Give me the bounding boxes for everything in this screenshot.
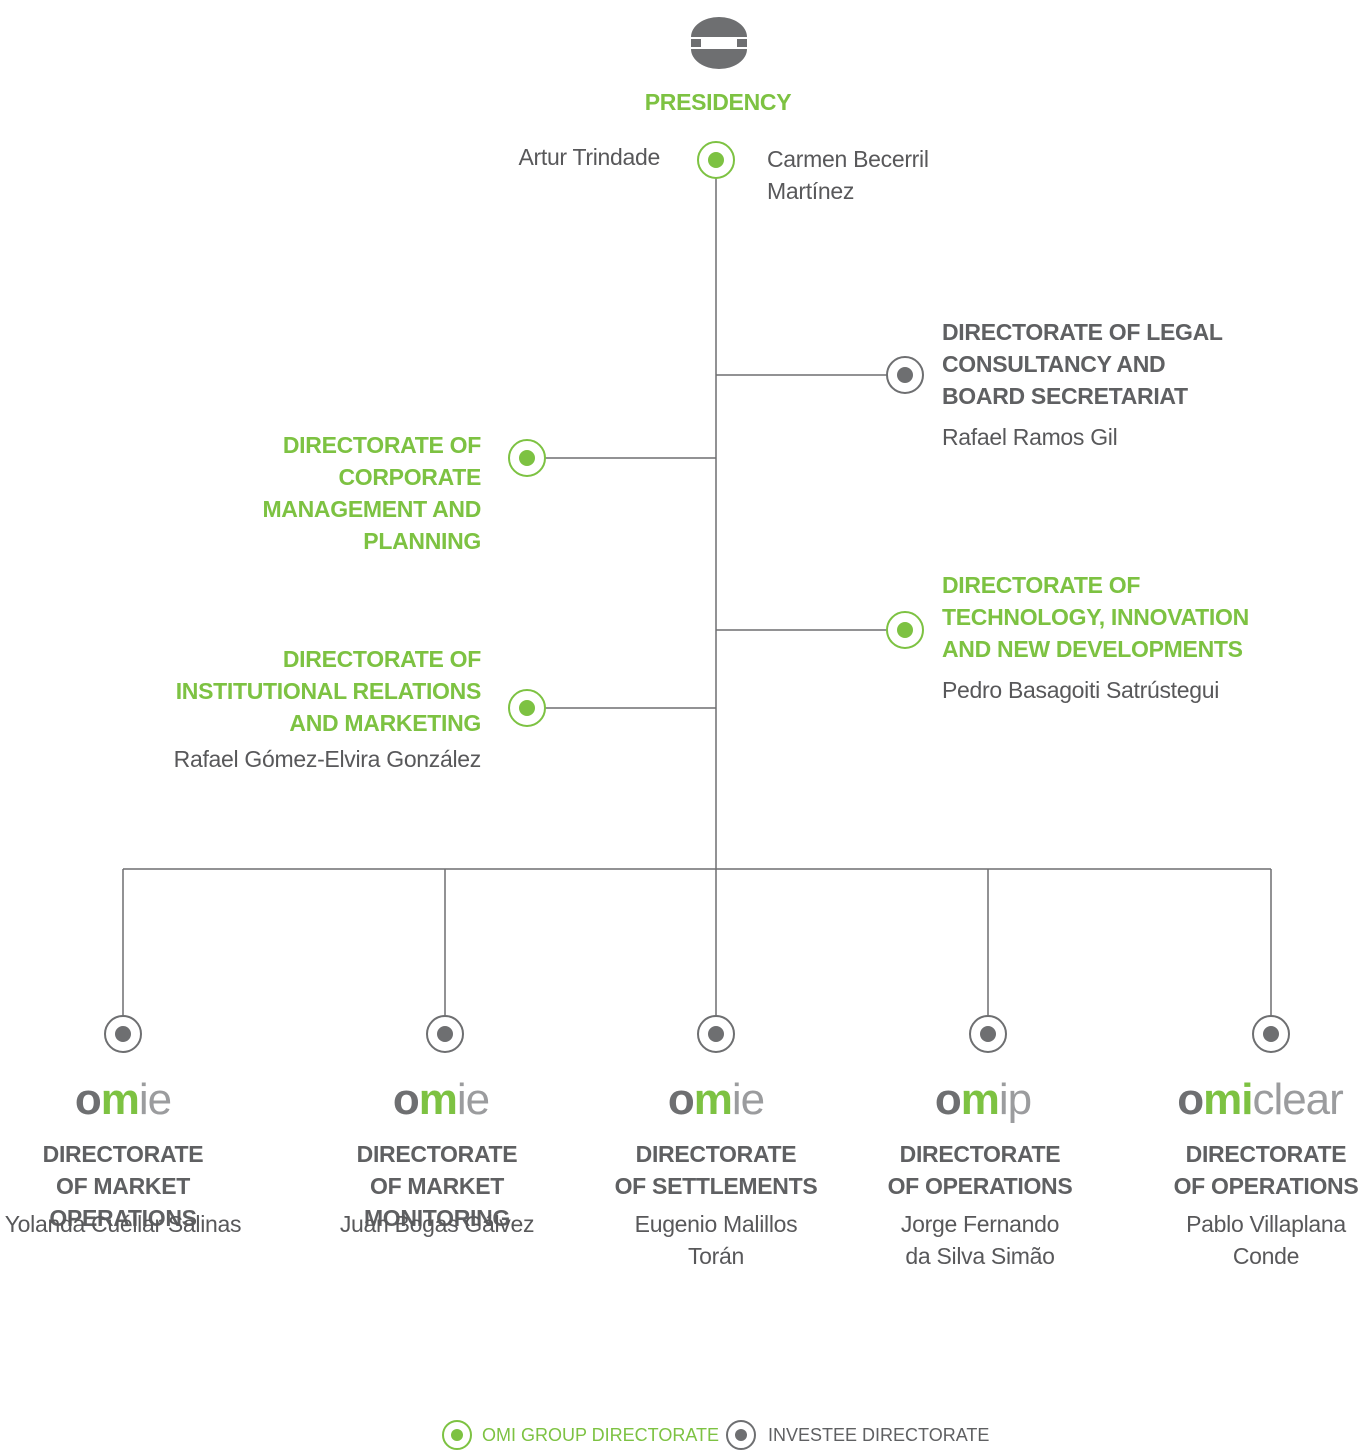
market-monitoring-title: DIRECTORATE OF MARKET MONITORING (356, 1141, 518, 1231)
technology-directorate-person: Pedro Basagoiti Satrústegui (942, 677, 1220, 703)
legend-omi-group-label: OMI GROUP DIRECTORATE (482, 1425, 720, 1445)
omie-logo-3: omie (667, 1075, 765, 1124)
omip-operations-title: DIRECTORATE OF OPERATIONS (887, 1141, 1073, 1199)
bottom-node-4 (969, 1015, 1007, 1053)
bottom-node-1 (104, 1015, 142, 1053)
bottom-node-3 (697, 1015, 735, 1053)
legend-investee-label: INVESTEE DIRECTORATE (768, 1425, 990, 1445)
market-monitoring-person: Juan Bogas Gálvez (339, 1211, 535, 1237)
market-operations-person: Yolanda Cuéllar Salinas (4, 1211, 242, 1237)
president-right-name: Carmen Becerril Martínez (767, 146, 929, 204)
institutional-directorate-person: Rafael Gómez-Elvira González (173, 746, 482, 772)
president-left-name: Artur Trindade (518, 144, 660, 170)
presidency-title: PRESIDENCY (644, 89, 792, 115)
bottom-node-2 (426, 1015, 464, 1053)
legal-directorate-title: DIRECTORATE OF LEGAL CONSULTANCY AND BOA… (942, 319, 1223, 409)
market-operations-title: DIRECTORATE OF MARKET OPERATIONS (42, 1141, 204, 1231)
legal-node (886, 356, 924, 394)
technology-node (886, 611, 924, 649)
corporate-node (508, 439, 546, 477)
corporate-directorate-title: DIRECTORATE OF CORPORATE MANAGEMENT AND … (262, 432, 481, 554)
omie-logo-1: omie (74, 1075, 172, 1124)
bottom-node-5 (1252, 1015, 1290, 1053)
presidency-node (697, 141, 735, 179)
legal-directorate-person: Rafael Ramos Gil (942, 424, 1118, 450)
omiclear-operations-person: Pablo Villaplana Conde (1186, 1211, 1346, 1269)
omip-operations-person: Jorge Fernando da Silva Simão (900, 1211, 1060, 1269)
settlements-title: DIRECTORATE OF SETTLEMENTS (614, 1141, 818, 1199)
legend-investee-icon (726, 1420, 756, 1450)
technology-directorate-title: DIRECTORATE OF TECHNOLOGY, INNOVATION AN… (942, 572, 1249, 662)
institutional-node (508, 689, 546, 727)
omip-logo: omip (934, 1075, 1032, 1124)
institutional-directorate-title: DIRECTORATE OF INSTITUTIONAL RELATIONS A… (175, 646, 482, 736)
settlements-person: Eugenio Malillos Torán (634, 1211, 798, 1269)
omi-logo-icon (691, 17, 747, 69)
legend-omi-group-icon (442, 1420, 472, 1450)
omiclear-operations-title: DIRECTORATE OF OPERATIONS (1173, 1141, 1359, 1199)
omie-logo-2: omie (392, 1075, 490, 1124)
omiclear-logo: omiclear (1177, 1075, 1344, 1124)
